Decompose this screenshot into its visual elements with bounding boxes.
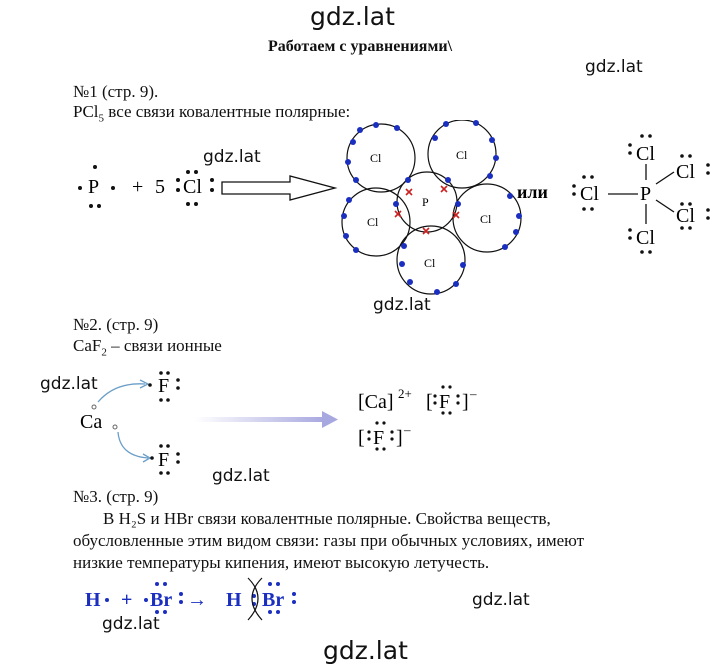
watermark-eq1: gdz.lat bbox=[203, 147, 261, 167]
caf-ca-ion: [Ca] bbox=[358, 391, 394, 413]
hbr-plus: + bbox=[121, 589, 132, 611]
watermark-mid: gdz.lat bbox=[373, 295, 431, 315]
watermark-left-caf: gdz.lat bbox=[40, 374, 98, 394]
ring-cl-4: Cl bbox=[480, 212, 492, 226]
eq-coefficient: 5 bbox=[155, 176, 165, 198]
ring-cl-2: Cl bbox=[456, 148, 468, 162]
struct-cl-bottom: Cl bbox=[636, 227, 655, 249]
struct-p: P bbox=[640, 183, 651, 205]
reaction-arrow-icon bbox=[195, 417, 325, 422]
hbr-product-h: H bbox=[226, 589, 242, 611]
task3-heading: №3. (стр. 9) bbox=[73, 487, 159, 506]
struct-cl-right-down: Cl bbox=[676, 205, 695, 227]
struct-cl-right-up: Cl bbox=[676, 161, 695, 183]
task3-paragraph: В H₂S и HBr связи ковалентные полярные. … bbox=[73, 509, 585, 572]
ring-cl-3: Cl bbox=[367, 215, 379, 229]
caf-f-bottom: F bbox=[158, 449, 169, 471]
structural-formula: Cl Cl P Cl Cl Cl bbox=[572, 134, 710, 254]
eq-plus: + bbox=[132, 176, 143, 198]
overlap-arcs bbox=[247, 577, 263, 621]
caf-f-top: F bbox=[158, 375, 169, 397]
task1-text-sub: 5 bbox=[98, 112, 105, 125]
caf2-equation-diagram: Ca F F [Ca] 2+ [ F ] – [ F ] – bbox=[80, 371, 477, 475]
task1-text-rest: все связи ковалентные полярные: bbox=[104, 102, 351, 121]
task2-text-formula: CaF bbox=[73, 336, 102, 355]
hbr-equation-diagram: H + Br → H Br bbox=[85, 577, 296, 621]
hbr-arrow: → bbox=[187, 589, 207, 611]
eq-cl-atom: Cl bbox=[183, 176, 202, 198]
ring-cl-5: Cl bbox=[424, 256, 436, 270]
watermark-top: gdz.lat bbox=[310, 2, 395, 31]
caf-f-ion-2: F bbox=[373, 427, 384, 449]
electron-dots bbox=[341, 120, 522, 295]
hbr-h-atom: H bbox=[85, 589, 101, 611]
task1-text-formula: PCl bbox=[73, 102, 99, 121]
svg-text:]: ] bbox=[396, 427, 403, 449]
watermark-right-top: gdz.lat bbox=[585, 57, 643, 77]
hollow-arrow-icon bbox=[221, 175, 338, 201]
svg-text:[: [ bbox=[426, 391, 433, 413]
struct-cl-top: Cl bbox=[636, 143, 655, 165]
page-title: Работаем с уравнениями\ bbox=[267, 38, 453, 55]
struct-cl-left: Cl bbox=[580, 183, 599, 205]
pcl5-equation-diagram: P + 5 Cl Cl Cl P Cl Cl Cl bbox=[78, 120, 710, 295]
watermark-left-bottom: gdz.lat bbox=[102, 614, 160, 634]
shared-electron-crosses bbox=[394, 185, 460, 235]
caf-ca-atom: Ca bbox=[80, 411, 102, 433]
hbr-br-atom: Br bbox=[150, 589, 172, 611]
watermark-caf-bottom: gdz.lat bbox=[212, 466, 270, 486]
ring-center-p: P bbox=[422, 195, 429, 209]
svg-text:]: ] bbox=[462, 391, 469, 413]
svg-text:[: [ bbox=[358, 427, 365, 449]
task2-text-sub: 2 bbox=[101, 346, 107, 359]
caf-ca-charge: 2+ bbox=[398, 386, 412, 401]
caf-f-ion-1: F bbox=[439, 391, 450, 413]
task2-heading: №2. (стр. 9) bbox=[73, 315, 159, 334]
eq-p-atom: P bbox=[88, 176, 99, 198]
hbr-product-br: Br bbox=[262, 589, 284, 611]
caf-f-charge-2: – bbox=[403, 422, 411, 437]
task2-text: CaF2 – связи ионные bbox=[73, 336, 222, 362]
task1-heading: №1 (стр. 9). bbox=[73, 82, 159, 101]
ring-cl-1: Cl bbox=[370, 151, 382, 165]
watermark-bottom: gdz.lat bbox=[323, 636, 408, 665]
task1-text: PCl5 все связи ковалентные полярные: bbox=[73, 102, 350, 128]
caf-f-charge-1: – bbox=[469, 386, 477, 401]
watermark-right-h: gdz.lat bbox=[472, 590, 530, 610]
eq-or: или bbox=[517, 182, 548, 202]
task2-text-rest: – связи ионные bbox=[106, 336, 222, 355]
